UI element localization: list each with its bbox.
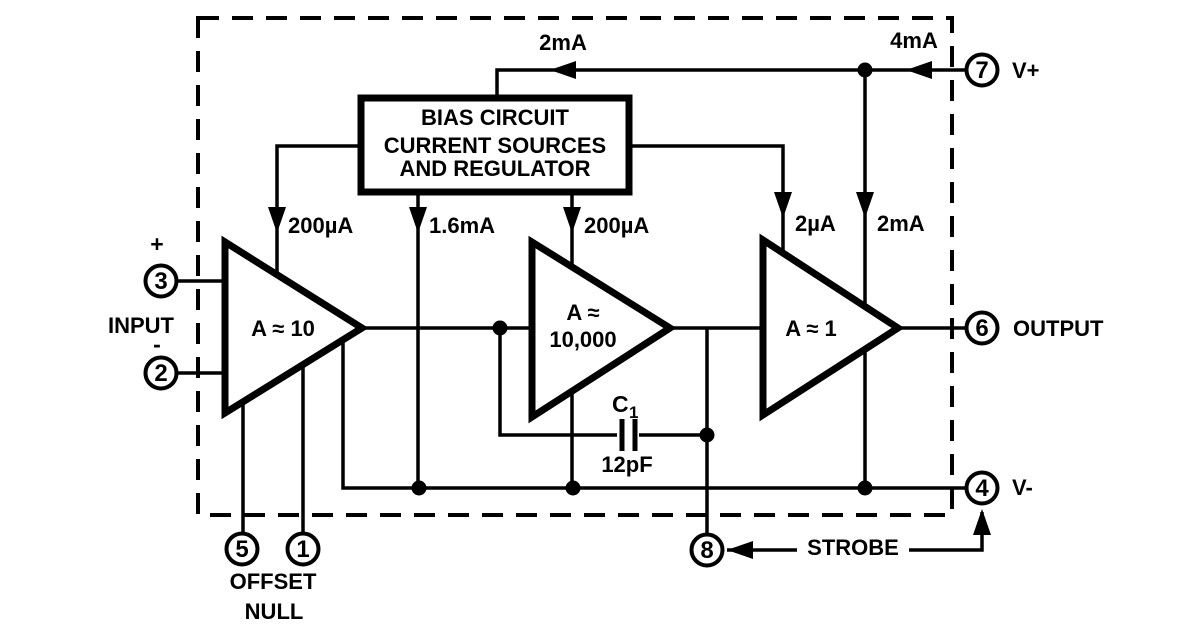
inverting-polarity-label: - [153, 331, 161, 357]
junction-dot-vplus [857, 62, 873, 78]
junction-dot-comp-node [699, 427, 715, 443]
pin-4-terminal [964, 470, 1000, 506]
arrow-down-regulator-sink-icon [409, 207, 427, 233]
pin-5-number: 5 [235, 536, 248, 563]
amp-stage2-gain-label-top: A ≈ [566, 300, 599, 325]
pin-7-number: 7 [975, 57, 988, 84]
bias-box-label-line1: BIAS CIRCUIT [421, 105, 569, 130]
amp-stage2-symbol [528, 235, 677, 424]
pin-7-terminal [964, 52, 1000, 88]
current-label-output-stage: 2mA [877, 211, 925, 236]
arrow-left-bias-supply-icon [550, 61, 576, 79]
current-label-regulator-sink: 1.6mA [429, 213, 495, 238]
pin-3-terminal [143, 263, 179, 299]
arrow-down-stage3-bias-icon [774, 192, 792, 218]
junction-dot-rail-2 [565, 480, 581, 496]
bias-box-label-line2: CURRENT SOURCES [384, 133, 606, 158]
pin-8-number: 8 [700, 537, 713, 564]
arrow-up-strobe-vminus-icon [973, 509, 991, 535]
pin-terminals [143, 52, 1000, 568]
pin-5-terminal [224, 531, 260, 567]
junction-dots [411, 62, 873, 496]
offset-null-label-line1: OFFSET [230, 569, 317, 594]
vplus-label: V+ [1012, 58, 1040, 83]
pin-6-terminal [964, 310, 1000, 346]
capacitor-symbol [619, 419, 638, 451]
pin-2-number: 2 [154, 360, 167, 387]
junction-dot-stage2-input [492, 320, 508, 336]
amp-stage3-symbol [759, 233, 905, 422]
current-label-total-supply: 4mA [890, 28, 938, 53]
strobe-label: STROBE [807, 535, 899, 560]
current-label-bias-supply: 2mA [539, 30, 587, 55]
output-label: OUTPUT [1013, 316, 1104, 341]
wire-feedback-to-cap [498, 328, 617, 437]
arrow-down-stage2-bias-icon [563, 207, 581, 233]
pin-6-number: 6 [975, 315, 988, 342]
wire-bias-left-branch [275, 144, 362, 276]
arrow-down-output-stage-icon [856, 192, 874, 218]
vminus-label: V- [1012, 475, 1033, 500]
junction-dot-rail-1 [411, 480, 427, 496]
pin-1-number: 1 [296, 536, 309, 563]
wire-strobe-right [909, 512, 984, 552]
bias-box-label-line3: AND REGULATOR [399, 156, 590, 181]
junction-dot-rail-3 [857, 480, 873, 496]
arrow-down-stage1-bias-icon [268, 207, 286, 233]
arrow-left-total-supply-icon [906, 61, 932, 79]
amp-stage1-symbol [221, 235, 369, 420]
noninverting-polarity-label: + [150, 231, 163, 257]
pin-2-terminal [143, 355, 179, 391]
wire-vminus-rail [341, 337, 966, 490]
wires [178, 68, 984, 552]
current-label-stage3-bias: 2µA [795, 211, 836, 236]
current-label-stage2-bias: 200µA [584, 213, 649, 238]
pin-8-terminal [689, 532, 725, 568]
capacitor-value: 12pF [601, 452, 652, 477]
amp-stage1-gain-label: A ≈ 10 [251, 316, 315, 341]
capacitor-designator: C [612, 391, 629, 417]
ic-boundary-dashed-box [196, 16, 954, 517]
amp-stage3-gain-label: A ≈ 1 [785, 316, 837, 341]
bias-circuit-box [357, 94, 633, 196]
input-label: INPUT [108, 313, 175, 338]
amp-stage2-gain-label-bottom: 10,000 [549, 327, 616, 352]
pin-1-terminal [285, 531, 321, 567]
capacitor-designator-subscript: 1 [629, 403, 638, 422]
wire-bias-right-branch [628, 144, 785, 256]
pin-4-number: 4 [975, 475, 989, 502]
current-label-stage1-bias: 200µA [288, 213, 353, 238]
current-arrows [268, 61, 991, 559]
pin-3-number: 3 [154, 268, 167, 295]
wire-vplus-feed [495, 68, 966, 99]
arrow-left-strobe-icon [727, 541, 753, 559]
offset-null-label-line2: NULL [245, 599, 304, 624]
